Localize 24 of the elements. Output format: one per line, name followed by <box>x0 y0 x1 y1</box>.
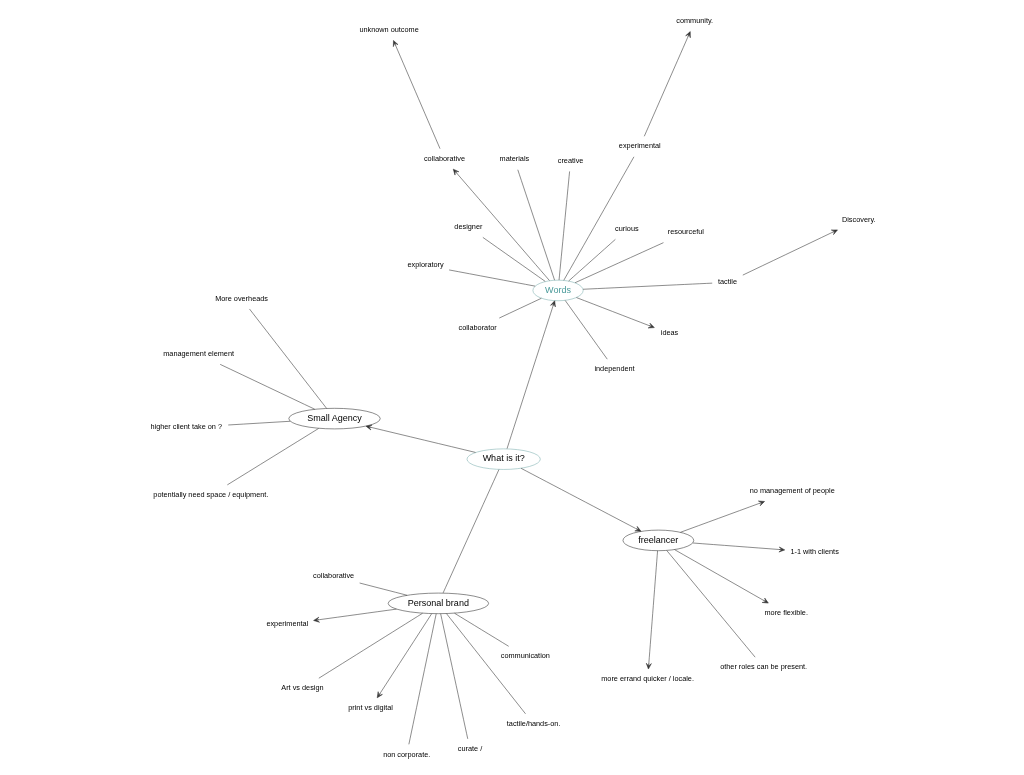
arrow <box>742 229 838 275</box>
arrow <box>392 39 440 149</box>
arrow <box>643 30 691 137</box>
connector <box>666 549 755 657</box>
node-ellipse: freelancer <box>622 529 694 551</box>
arrow <box>673 548 769 603</box>
arrow <box>520 467 641 532</box>
arrow <box>452 168 550 281</box>
arrow <box>312 608 397 622</box>
arrow <box>679 500 765 533</box>
arrow <box>376 613 432 698</box>
connector <box>358 582 407 596</box>
arrow <box>692 542 785 552</box>
arrow <box>506 300 556 449</box>
arrow <box>645 550 658 669</box>
arrow <box>365 424 476 453</box>
node-ellipse: Words <box>532 279 583 301</box>
connector <box>248 308 327 409</box>
arrow <box>575 296 655 328</box>
connector <box>445 612 526 714</box>
connector <box>219 363 315 409</box>
node-ellipse: Personal brand <box>387 592 489 614</box>
connector <box>226 427 319 485</box>
node-ellipse: What is it? <box>466 448 541 470</box>
